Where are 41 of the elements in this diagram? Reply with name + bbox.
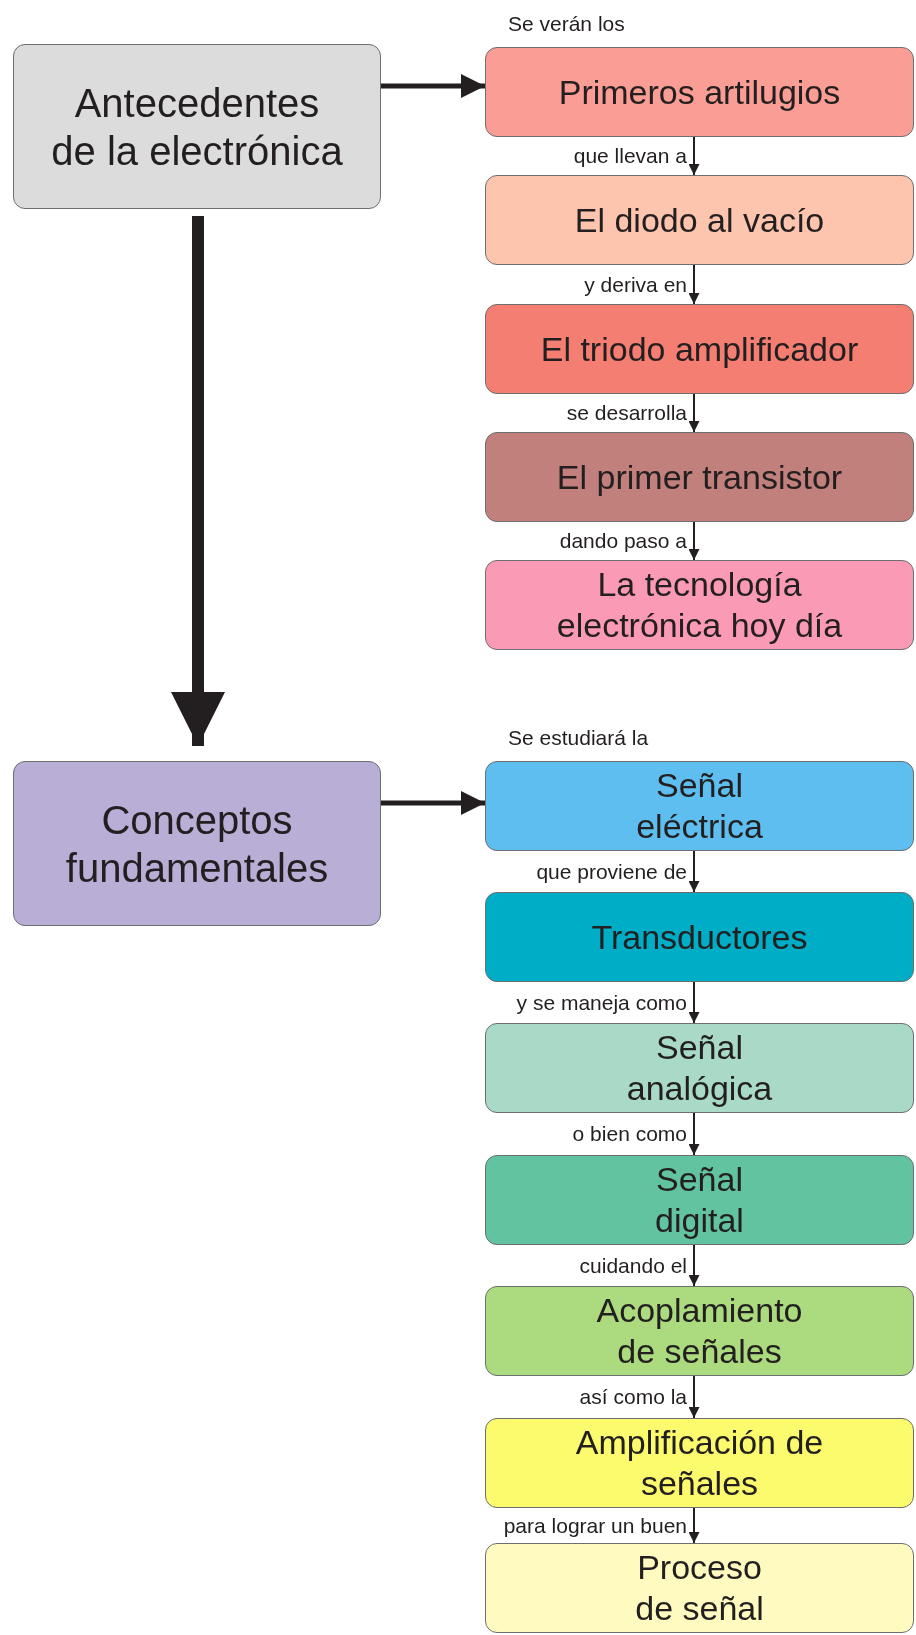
box-text: Transductores: [591, 916, 808, 958]
concept-box: [13, 761, 381, 926]
concept-box: [485, 892, 914, 982]
box-text: Señal eléctrica: [635, 765, 764, 847]
concept-box: [485, 761, 914, 851]
concept-box: [485, 1155, 914, 1245]
concept-box: [485, 1543, 914, 1633]
arrow: [688, 136, 700, 176]
box-text: Proceso de señal: [634, 1547, 765, 1629]
arrow: [688, 264, 700, 305]
arrow: [688, 521, 700, 561]
concept-box: [485, 432, 914, 522]
box-text: El primer transistor: [556, 456, 843, 498]
concept-box: [485, 1023, 914, 1113]
arrow: [688, 850, 700, 893]
box-text: Acoplamiento de señales: [595, 1290, 804, 1372]
arrow: [688, 1375, 700, 1419]
arrow: [171, 216, 225, 746]
box-text: Señal analógica: [625, 1027, 774, 1109]
arrow: [688, 1244, 700, 1287]
concept-box: [485, 560, 914, 650]
box-text: Amplificación de señales: [574, 1422, 825, 1504]
concept-box: [485, 304, 914, 394]
box-text: Primeros artilugios: [558, 71, 841, 113]
box-text: Conceptos fundamentales: [64, 796, 330, 892]
box-text: El triodo amplificador: [540, 328, 859, 370]
concept-box: [485, 1286, 914, 1376]
arrow: [688, 981, 700, 1024]
arrow: [381, 74, 485, 98]
concept-box: [485, 1418, 914, 1508]
box-text: Antecedentes de la electrónica: [50, 79, 344, 175]
box-text: El diodo al vacío: [574, 199, 825, 241]
box-text: La tecnología electrónica hoy día: [555, 564, 844, 646]
arrow: [381, 791, 485, 815]
arrow: [688, 1112, 700, 1156]
arrow: [688, 1507, 700, 1544]
concept-box: [485, 175, 914, 265]
concept-box: [485, 47, 914, 137]
concept-box: [13, 44, 381, 209]
box-text: Señal digital: [654, 1159, 745, 1241]
arrow: [688, 393, 700, 433]
